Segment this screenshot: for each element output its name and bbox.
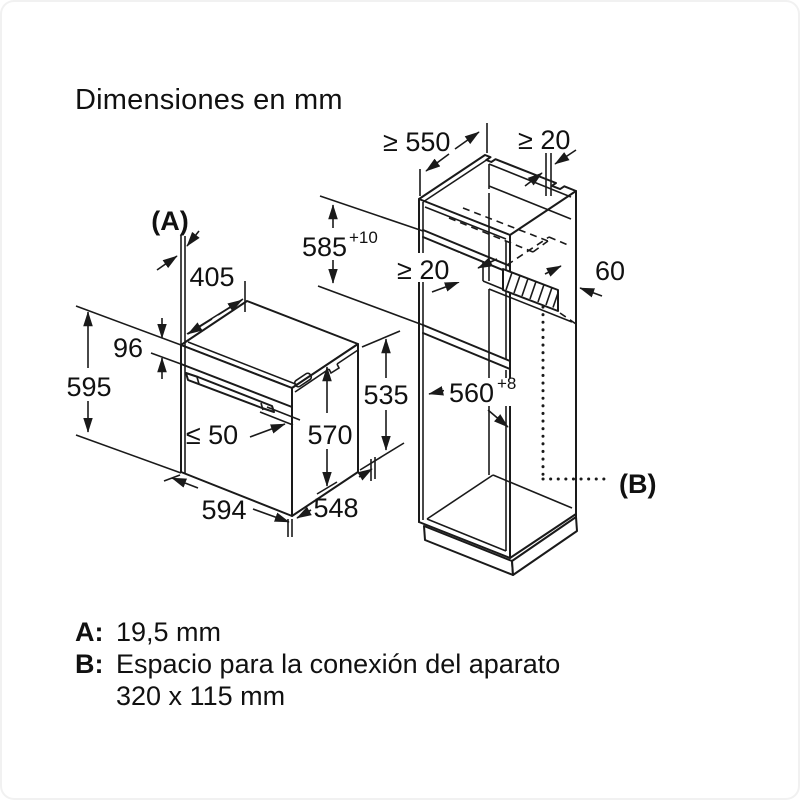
note-b-key: B:	[75, 649, 104, 679]
dim-niche-height: 585	[302, 232, 347, 262]
door-handle	[185, 372, 275, 413]
page-title: Dimensiones en mm	[75, 84, 343, 116]
note-a-key: A:	[75, 617, 104, 647]
dim-wall-clearance: ≥ 20	[518, 125, 570, 155]
dim-ref-b: (B)	[619, 469, 656, 499]
legend-notes: A: 19,5 mm B: Espacio para la conexión d…	[75, 616, 560, 712]
dim-niche-width-tolerance: +8	[497, 374, 516, 393]
note-b-value-line1: Espacio para la conexión del aparato	[116, 649, 561, 679]
side-grip-hole	[293, 372, 313, 388]
connection-space-hatch	[502, 268, 559, 312]
oven-drawing	[180, 235, 359, 517]
dim-oven-width: 594	[201, 495, 246, 525]
note-a: A: 19,5 mm	[75, 616, 560, 648]
cabinet-dimensions: ≥ 550 ≥ 20 585 +10 ≥ 20 60	[296, 123, 656, 499]
dim-body-height: 535	[363, 380, 408, 410]
note-a-value: 19,5 mm	[116, 617, 222, 647]
dim-ref-a: (A)	[151, 206, 188, 236]
dim-oven-top-depth: 405	[189, 262, 234, 292]
dim-niche-width: 560	[449, 378, 494, 408]
dim-control-panel-height: 96	[113, 333, 143, 363]
cabinet-drawing	[418, 153, 613, 576]
control-panel-line	[180, 363, 293, 408]
dim-niche-min-depth: ≥ 550	[383, 127, 450, 157]
dim-handle-clearance: ≤ 50	[186, 420, 238, 450]
dim-rear-vent-gap: ≥ 20	[397, 255, 449, 285]
dim-oven-depth: 548	[313, 493, 358, 523]
dim-connection-side-distance: 60	[595, 256, 625, 286]
dim-niche-height-tolerance: +10	[349, 228, 378, 247]
note-b: B: Espacio para la conexión del aparato …	[75, 648, 560, 712]
note-b-value-line2: 320 x 115 mm	[116, 681, 286, 711]
dim-oven-height: 595	[66, 372, 111, 402]
oven-dimensions: (A) 405 96 595 535	[66, 206, 409, 537]
dim-door-height: 570	[307, 420, 352, 450]
